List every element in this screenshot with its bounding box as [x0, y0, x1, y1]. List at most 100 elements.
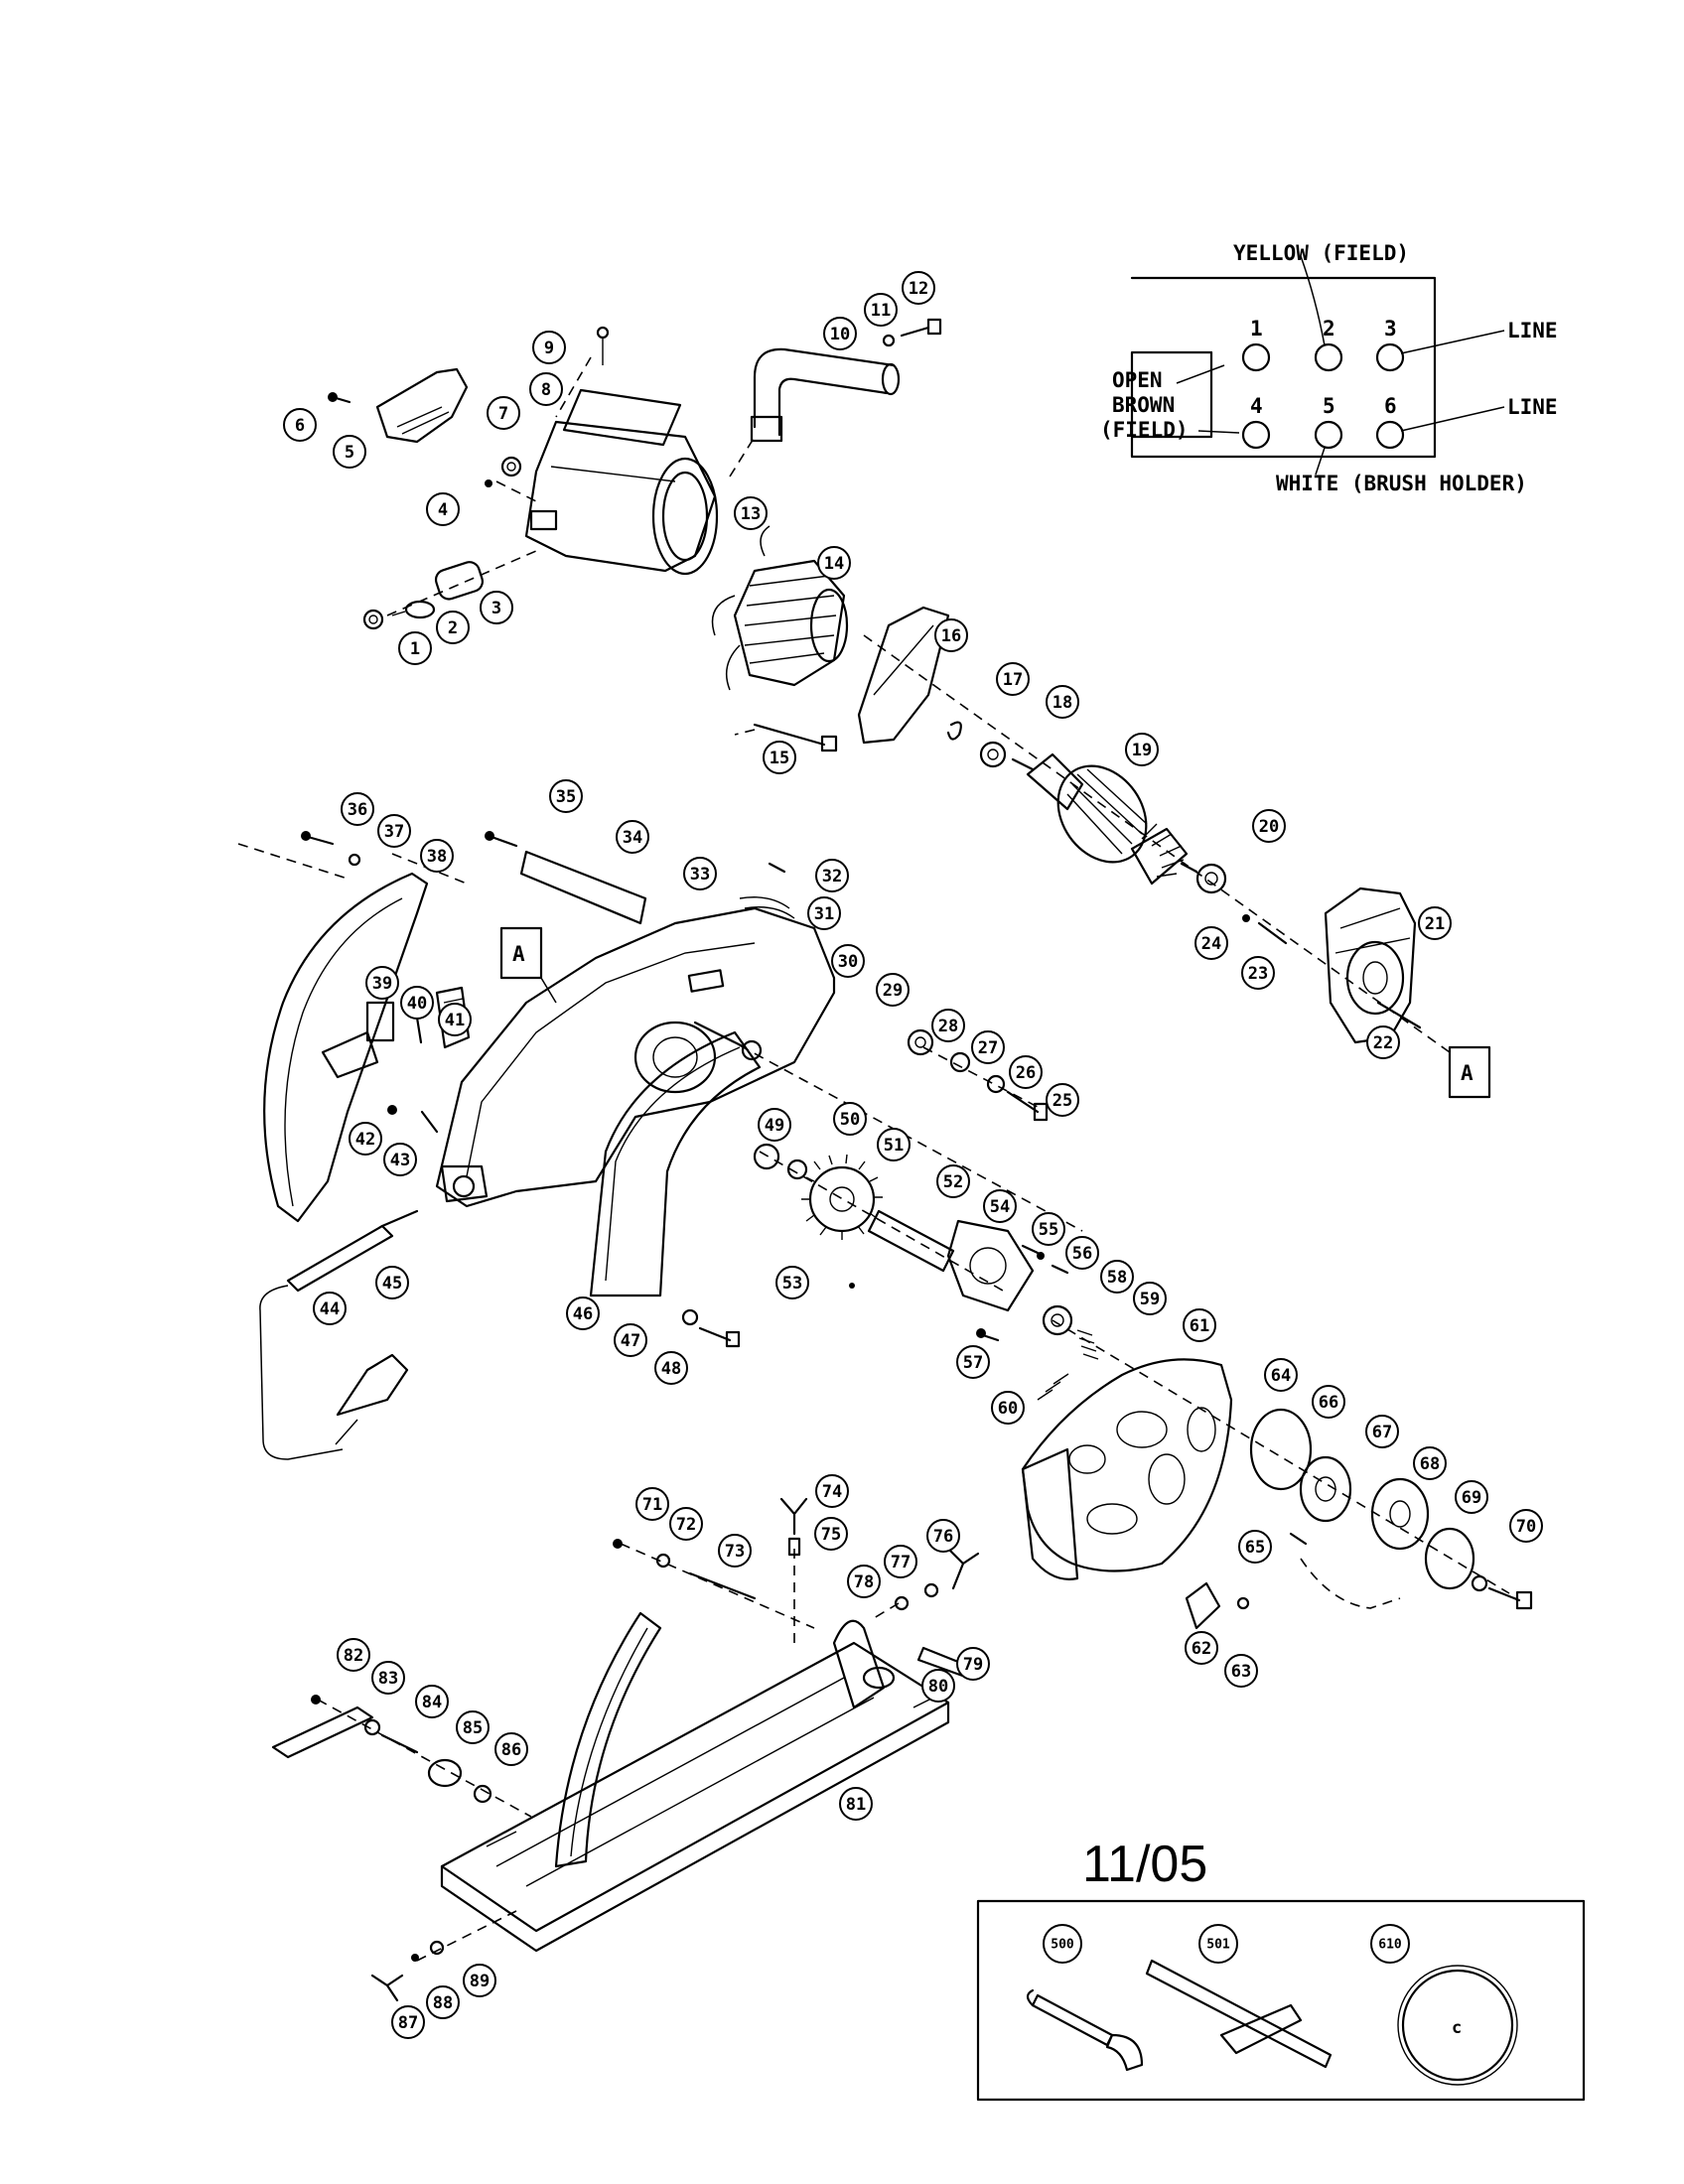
callout-number: 89 — [470, 1972, 490, 1991]
callout-number: 11 — [871, 301, 891, 321]
callout-circle — [884, 1545, 917, 1578]
callout-58: 58 — [1100, 1260, 1134, 1294]
callout-75: 75 — [814, 1517, 848, 1551]
callout-circle — [902, 271, 935, 305]
callout-number: 52 — [943, 1172, 963, 1192]
callout-circle — [1418, 906, 1452, 940]
callout-number: 22 — [1373, 1033, 1393, 1053]
callout-82: 82 — [337, 1638, 370, 1672]
callout-circle — [817, 546, 851, 580]
callout-54: 54 — [983, 1189, 1017, 1223]
callout-number: 67 — [1372, 1423, 1392, 1442]
callout-number: 17 — [1003, 670, 1023, 690]
callout-circle — [956, 1345, 990, 1379]
callout-69: 69 — [1455, 1480, 1488, 1514]
callout-42: 42 — [349, 1122, 382, 1156]
callout-circle — [823, 317, 857, 350]
callout-number: 48 — [661, 1359, 681, 1379]
callout-number: 69 — [1462, 1488, 1481, 1508]
callout-circle — [398, 631, 432, 665]
callout-number: 21 — [1425, 914, 1445, 934]
callout-number: 49 — [765, 1116, 784, 1136]
callout-number: 2 — [448, 618, 458, 638]
callout-number: 12 — [909, 279, 928, 299]
line-top-label: LINE — [1507, 319, 1558, 342]
callout-number: 18 — [1052, 693, 1072, 713]
callout-circle — [456, 1710, 490, 1744]
callout-39: 39 — [365, 966, 399, 1000]
callout-number: 9 — [544, 339, 554, 358]
callout-28: 28 — [931, 1009, 965, 1042]
callout-3: 3 — [480, 591, 513, 624]
callout-circle — [341, 792, 374, 826]
callout-number: 13 — [741, 504, 761, 524]
callout-25: 25 — [1046, 1083, 1079, 1117]
callout-41: 41 — [438, 1003, 472, 1036]
part-callouts: 1234567891011121314151617181920212223242… — [283, 271, 1543, 2039]
callout-circle — [1100, 1260, 1134, 1294]
callout-number: 55 — [1039, 1220, 1058, 1240]
callout-85: 85 — [456, 1710, 490, 1744]
callout-circle — [383, 1143, 417, 1176]
callout-40: 40 — [400, 986, 434, 1020]
callout-number: 500 — [1051, 1938, 1074, 1953]
callout-62: 62 — [1185, 1631, 1218, 1665]
callout-5: 5 — [333, 435, 366, 469]
callout-circle — [1133, 1282, 1167, 1315]
callout-number: 501 — [1206, 1938, 1230, 1953]
callout-circle — [956, 1647, 990, 1681]
callout-circle — [1365, 1415, 1399, 1448]
callout-31: 31 — [807, 896, 841, 930]
callout-11: 11 — [864, 293, 898, 327]
callout-number: 60 — [998, 1399, 1018, 1419]
callout-51: 51 — [877, 1128, 911, 1161]
callout-79: 79 — [956, 1647, 990, 1681]
callout-circle — [833, 1102, 867, 1136]
callout-number: 72 — [676, 1515, 696, 1535]
callout-circle — [718, 1534, 752, 1568]
section-marker-a-left: A — [499, 926, 557, 1004]
callout-32: 32 — [815, 859, 849, 892]
callout-number: 88 — [433, 1993, 453, 2013]
callout-7: 7 — [487, 396, 520, 430]
callout-number: 19 — [1132, 741, 1152, 760]
callout-circle — [426, 1985, 460, 2019]
callout-circle — [463, 1964, 496, 1997]
white-brush-holder-label: WHITE (BRUSH HOLDER) — [1276, 472, 1527, 495]
callout-number: 44 — [320, 1299, 340, 1319]
callout-29: 29 — [876, 973, 910, 1007]
callout-81: 81 — [839, 1787, 873, 1821]
callout-number: 84 — [422, 1693, 442, 1712]
callout-circle — [549, 779, 583, 813]
callout-77: 77 — [884, 1545, 917, 1578]
callout-circle — [333, 435, 366, 469]
motor-assembly — [328, 318, 1451, 1053]
callout-number: 41 — [445, 1011, 465, 1030]
callout-number: 40 — [407, 994, 427, 1014]
date-code: 11/05 — [1082, 1836, 1207, 1893]
callout-57: 57 — [956, 1345, 990, 1379]
callout-17: 17 — [996, 662, 1030, 696]
terminal-5: 5 — [1314, 394, 1343, 450]
callout-22: 22 — [1366, 1025, 1400, 1059]
callout-9: 9 — [532, 331, 566, 364]
callout-53: 53 — [775, 1266, 809, 1299]
callout-circle — [480, 591, 513, 624]
accessories-box: 11/05 c — [976, 1836, 1586, 2102]
callout-circle — [683, 857, 717, 890]
callout-73: 73 — [718, 1534, 752, 1568]
callout-circle — [1241, 956, 1275, 990]
callout-circle — [349, 1122, 382, 1156]
callout-14: 14 — [817, 546, 851, 580]
callout-circle — [1009, 1055, 1043, 1089]
callout-circle — [1264, 1358, 1298, 1392]
callout-circle — [734, 496, 768, 530]
callout-8: 8 — [529, 372, 563, 406]
callout-circle — [313, 1292, 347, 1325]
callout-circle — [1238, 1530, 1272, 1564]
callout-number: 34 — [623, 828, 642, 848]
callout-number: 75 — [821, 1525, 841, 1545]
open-label: OPEN — [1112, 368, 1163, 392]
callout-circle — [283, 408, 317, 442]
